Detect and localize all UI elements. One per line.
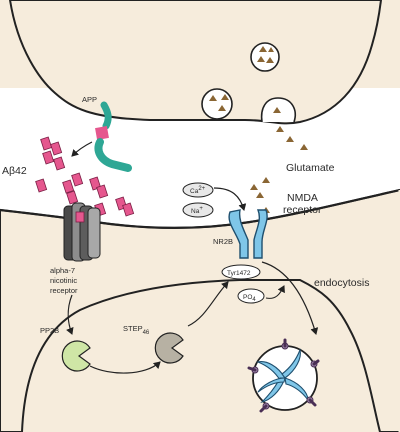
step-subscript: 46 xyxy=(143,330,150,336)
alpha7-label-line3: receptor xyxy=(50,286,78,295)
nmda-label-line1: NMDA xyxy=(287,192,318,204)
nmda-label-line2: receptor xyxy=(283,204,322,216)
receptor-to-pp2b-arrow xyxy=(66,294,74,335)
phosphate-release-arrow xyxy=(265,285,285,299)
pp2b-enzyme xyxy=(61,340,91,372)
alpha7-nicotinic-receptor xyxy=(63,202,101,262)
pp2b-to-step-arrow xyxy=(89,361,161,374)
alpha7-label-line1: alpha-7 xyxy=(50,266,75,275)
svg-text:PO4: PO4 xyxy=(243,294,256,303)
vesicle-with-glutamate xyxy=(201,88,233,120)
step-dephosphorylation-arrow xyxy=(187,281,229,327)
phosphate-label: PO xyxy=(243,294,252,301)
glutamate-label: Glutamate xyxy=(286,162,335,174)
tyr1472-site: Tyr1472 xyxy=(221,264,261,280)
endocytosis-label: endocytosis xyxy=(314,277,369,289)
phosphate-subscript: 4 xyxy=(252,297,256,303)
step46-enzyme xyxy=(154,332,184,364)
phosphate-group: PO4 xyxy=(237,288,265,304)
step-label: STEP xyxy=(123,324,143,333)
nr2b-label: NR2B xyxy=(213,237,233,246)
svg-text:Ca2+: Ca2+ xyxy=(190,186,206,195)
svg-text:Na+: Na+ xyxy=(191,206,203,215)
endocytic-vesicle xyxy=(247,338,320,413)
cleavage-arrow xyxy=(71,141,93,157)
calcium-label: Ca xyxy=(190,188,199,195)
endocytosis-arrow xyxy=(261,261,319,335)
abeta-peptides xyxy=(35,136,135,217)
abeta-label: Aβ42 xyxy=(2,165,27,177)
app-protein xyxy=(94,101,132,172)
ion-flux-arrow xyxy=(213,187,247,211)
sodium-ion: Na+ xyxy=(182,202,214,218)
sodium-label: Na xyxy=(191,208,200,215)
postsynaptic-membrane xyxy=(0,188,400,230)
sodium-charge: + xyxy=(199,206,203,212)
calcium-ion: Ca2+ xyxy=(182,182,214,198)
app-label: APP xyxy=(82,95,97,104)
tyr1472-label: Tyr1472 xyxy=(227,270,251,277)
pp2b-label: PP2B xyxy=(40,326,59,335)
svg-text:STEP46: STEP46 xyxy=(123,324,150,336)
fusing-vesicle xyxy=(260,97,296,123)
vesicle-with-glutamate xyxy=(250,42,280,72)
calcium-charge: 2+ xyxy=(198,186,205,192)
alpha7-label-line2: nicotinic xyxy=(50,276,77,285)
nmda-receptor xyxy=(228,209,268,259)
